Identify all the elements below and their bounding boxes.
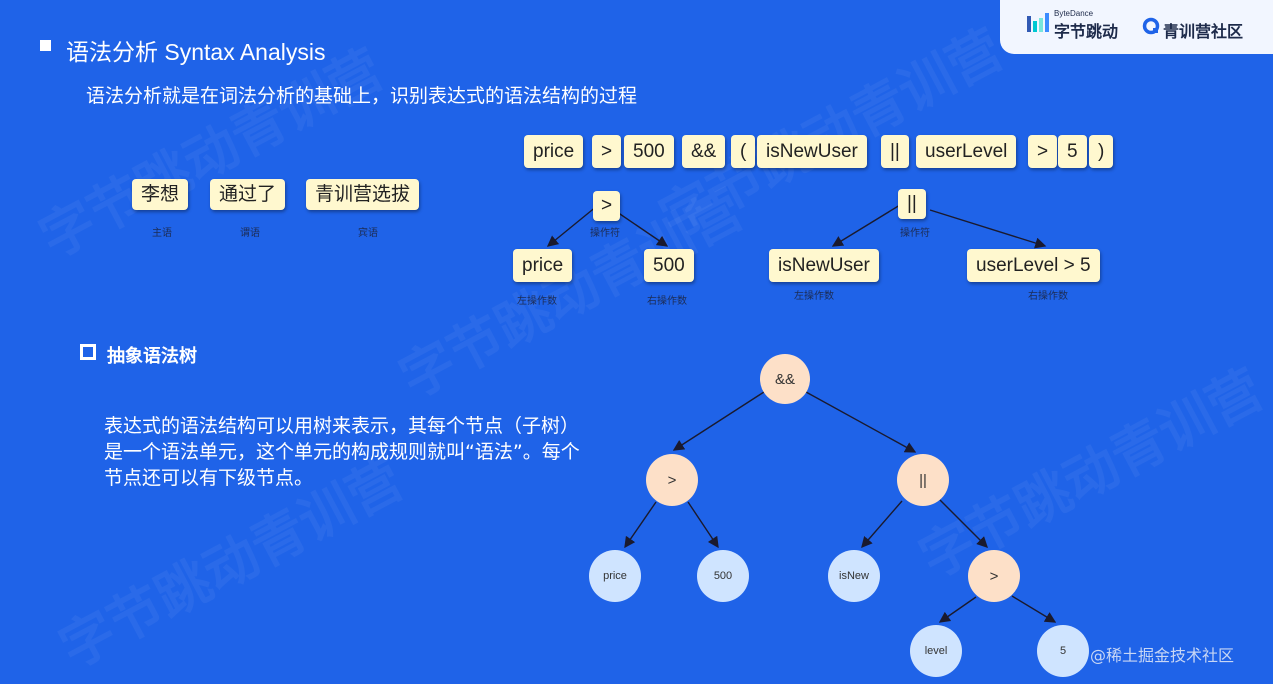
role-object: 宾语 (358, 228, 378, 239)
small-tree-gt-caption: 操作符 (590, 228, 620, 239)
small-tree-price-caption: 左操作数 (517, 296, 557, 307)
ast-node-level: level (910, 625, 962, 677)
token-close-paren: ) (1089, 135, 1114, 168)
ast-bullet (80, 344, 96, 360)
small-tree-or-operator: || (898, 189, 926, 219)
ast-node-5: 5 (1037, 625, 1089, 677)
small-tree-userlevel: userLevel > 5 (967, 249, 1100, 282)
juejin-watermark: @稀土掘金技术社区 (1090, 646, 1235, 665)
small-tree-isnewuser-caption: 左操作数 (794, 291, 834, 302)
ast-edge-gt-5 (1011, 595, 1057, 623)
bytedance-en-label: ByteDance (1054, 9, 1094, 18)
token-isnewuser: isNewUser (757, 135, 867, 168)
small-tree-gt-operator: > (593, 191, 621, 221)
sentence-predicate: 通过了 (210, 179, 286, 210)
camp-logo-icon (1142, 17, 1160, 35)
small-tree-500: 500 (644, 249, 694, 282)
small-tree-or-caption: 操作符 (900, 228, 930, 239)
sentence-object: 青训营选拔 (306, 179, 420, 210)
small-tree-price: price (513, 249, 573, 282)
role-predicate: 谓语 (240, 228, 260, 239)
ast-node-or: || (897, 454, 949, 506)
token-and: && (682, 135, 726, 168)
token-500: 500 (624, 135, 674, 168)
bytedance-cn-label: 字节跳动 (1054, 22, 1119, 41)
ast-paragraph: 表达式的语法结构可以用树来表示，其每个节点（子树）是一个语法单元，这个单元的构成… (104, 415, 580, 489)
ast-node-gt: > (646, 454, 698, 506)
ast-node-and: && (760, 354, 810, 404)
ast-edge-root-gt (672, 391, 765, 451)
bytedance-logo-icon (1027, 13, 1049, 32)
edge-gt-price (546, 205, 598, 247)
token-or: || (881, 135, 909, 168)
small-tree-isnewuser: isNewUser (769, 249, 879, 282)
edge-or-isnewuser (831, 204, 901, 247)
role-subject: 主语 (152, 228, 172, 239)
ast-node-price: price (589, 550, 641, 602)
ast-node-500: 500 (697, 550, 749, 602)
token-price: price (524, 135, 584, 168)
edge-or-userlevel (929, 209, 1047, 249)
sentence-subject: 李想 (132, 179, 189, 210)
ast-edge-gt-500 (687, 501, 719, 549)
ast-edge-gt-level (938, 596, 977, 623)
token-5: 5 (1058, 135, 1087, 168)
token-gt-2: > (1028, 135, 1058, 168)
title-bullet (40, 40, 51, 51)
ast-edge-or-isnew (861, 500, 903, 549)
ast-edge-root-or (805, 391, 917, 453)
small-tree-500-caption: 右操作数 (647, 296, 687, 307)
page-description: 语法分析就是在词法分析的基础上，识别表达式的语法结构的过程 (86, 85, 638, 107)
token-userlevel: userLevel (916, 135, 1017, 168)
ast-heading: 抽象语法树 (107, 346, 197, 367)
edge-gt-500 (616, 211, 669, 247)
page-title: 语法分析 Syntax Analysis (66, 39, 326, 65)
ast-edge-gt-price (624, 501, 657, 549)
token-gt: > (592, 135, 622, 168)
token-open-paren: ( (731, 135, 756, 168)
camp-name-label: 青训营社区 (1163, 22, 1244, 41)
small-tree-userlevel-caption: 右操作数 (1028, 291, 1068, 302)
ast-node-gt-2: > (968, 550, 1020, 602)
ast-edge-or-gt (939, 499, 988, 548)
ast-node-isnew: isNew (828, 550, 880, 602)
